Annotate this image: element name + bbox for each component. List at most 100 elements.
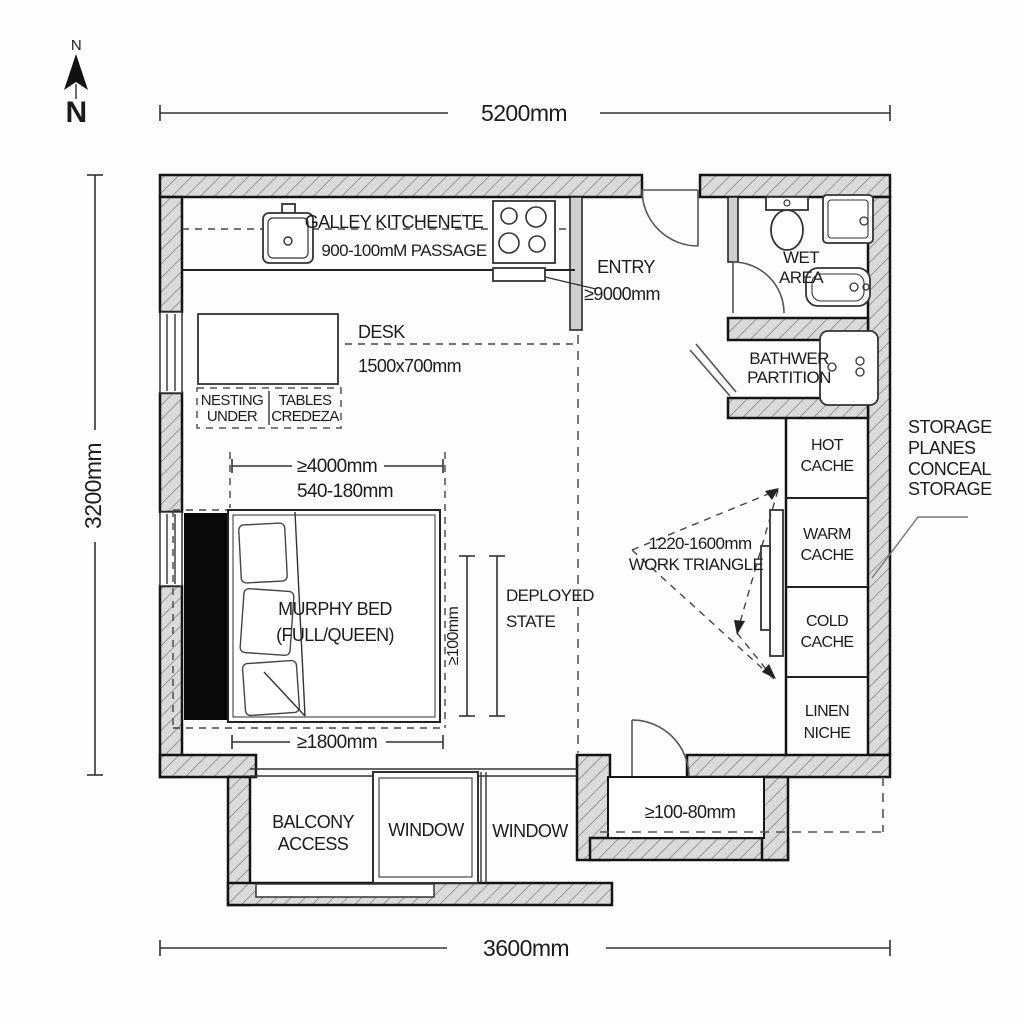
bed-width-dim: ≥4000mm bbox=[297, 456, 377, 477]
murphy-bed-zone: ≥4000mm 540-180mm MURPHY BED (FULL/QUEEN… bbox=[172, 452, 595, 753]
wall-right bbox=[866, 195, 892, 757]
desk-size: 1500x700mm bbox=[358, 356, 461, 376]
cache-hot-2: CACHE bbox=[800, 458, 853, 475]
toilet-button bbox=[783, 199, 791, 207]
window-frame bbox=[159, 311, 183, 394]
entry-leader-line bbox=[544, 276, 597, 290]
desk-zone: DESK 1500x700mm NESTING UNDER TABLES CRE… bbox=[196, 313, 578, 429]
shower-tray bbox=[822, 194, 874, 244]
deployed-label-2: STATE bbox=[506, 612, 556, 631]
balcony-sill bbox=[255, 883, 435, 898]
triangle-edge bbox=[631, 489, 779, 551]
blanket-fold bbox=[294, 511, 306, 717]
wall-left-b bbox=[158, 391, 184, 514]
window-label-1: WINDOW bbox=[388, 820, 464, 840]
wall-top-right bbox=[698, 173, 892, 199]
bottom-door bbox=[631, 719, 690, 778]
dim-left-label: 3200mm bbox=[80, 443, 106, 529]
north-arrow: N N bbox=[64, 37, 88, 129]
bath-door-leaf bbox=[689, 349, 731, 397]
storage-note: STORAGE PLANES CONCEAL STORAGE bbox=[871, 417, 993, 579]
wet-area-label-2: AREA bbox=[779, 268, 824, 287]
storage-note-4: STORAGE bbox=[908, 479, 992, 499]
pillow bbox=[241, 659, 301, 717]
dim-bottom-label: 3600mm bbox=[483, 935, 569, 961]
bed-label-2: (FULL/QUEEN) bbox=[276, 625, 394, 645]
balcony-window-inner bbox=[378, 777, 473, 878]
cooktop-icon bbox=[492, 200, 556, 264]
stall-body bbox=[819, 330, 879, 406]
storage-note-1: STORAGE bbox=[908, 417, 992, 437]
wall-bottom-left bbox=[158, 753, 258, 779]
basin-tap bbox=[849, 282, 859, 292]
balcony-label-1: BALCONY bbox=[272, 812, 354, 832]
bath-label-1: BATHWER bbox=[749, 349, 829, 368]
wall-left-a bbox=[158, 195, 184, 314]
burner bbox=[525, 206, 547, 228]
storage-note-3: CONCEAL bbox=[908, 459, 991, 479]
shower-handle bbox=[859, 216, 869, 226]
tables-label-2: CREDEZA bbox=[271, 408, 339, 425]
toilet-icon bbox=[765, 196, 809, 251]
north-label-large: N bbox=[65, 96, 86, 129]
left-window-2 bbox=[159, 511, 183, 587]
balcony-label-2: ACCESS bbox=[278, 834, 349, 854]
nesting-label-2: UNDER bbox=[207, 408, 258, 425]
cache-cold-1: COLD bbox=[806, 613, 848, 630]
arrowhead bbox=[762, 664, 776, 679]
blanket-fold bbox=[263, 671, 306, 717]
bath-shower-stall bbox=[819, 330, 879, 406]
desk-surface bbox=[197, 313, 339, 385]
kitchen-passage: 900-100mM PASSAGE bbox=[321, 241, 486, 260]
cache-linen-2: NICHE bbox=[804, 725, 851, 742]
bath-label-2: PARTITION bbox=[747, 368, 831, 387]
shower-icon bbox=[822, 194, 874, 244]
storage-note-leader bbox=[871, 516, 968, 579]
window-frame bbox=[159, 511, 183, 587]
triangle-edge bbox=[631, 549, 775, 680]
dimension-top: 5200mm bbox=[159, 100, 891, 126]
bed-cabinet bbox=[184, 513, 228, 720]
sink-icon bbox=[262, 203, 314, 264]
wet-door-swing bbox=[732, 261, 785, 314]
balcony-band: BALCONY ACCESS WINDOW WINDOW bbox=[250, 768, 577, 898]
nesting-tables-outline bbox=[196, 387, 342, 429]
wet-area: WET AREA bbox=[732, 194, 874, 314]
alcove-dim: ≥100-80mm bbox=[645, 802, 736, 822]
stall-handle bbox=[855, 367, 865, 377]
deployed-label-1: DEPLOYED bbox=[506, 586, 594, 605]
dimension-left: 3200mm bbox=[80, 174, 106, 776]
burner bbox=[528, 235, 546, 253]
bed-clearance-dim: ≥100mm bbox=[445, 606, 462, 665]
bed-frame-inner bbox=[232, 514, 436, 718]
triangle-edge bbox=[736, 632, 775, 680]
wall-bottom-right bbox=[685, 753, 892, 779]
alcove: ≥100-80mm bbox=[600, 776, 884, 839]
wall-alcove-right bbox=[760, 775, 790, 862]
work-triangle-dim: 1220-1600mm bbox=[648, 534, 751, 553]
bath-door-leaf bbox=[695, 343, 737, 393]
work-triangle-label: WORK TRIANGLE bbox=[629, 555, 764, 574]
stall-drain bbox=[827, 362, 837, 372]
wet-area-label-1: WET bbox=[783, 248, 819, 267]
toilet-bowl bbox=[770, 209, 804, 251]
wall-left-c bbox=[158, 584, 184, 779]
sink-inner bbox=[267, 217, 309, 259]
arrowhead bbox=[734, 620, 745, 635]
window-label-2: WINDOW bbox=[492, 821, 568, 841]
entry-label: ENTRY bbox=[597, 257, 655, 277]
sink-outer bbox=[262, 212, 314, 264]
left-window-1 bbox=[159, 311, 183, 394]
cache-cold-2: CACHE bbox=[800, 634, 853, 651]
tables-label-1: TABLES bbox=[279, 392, 332, 409]
galley-kitchenette: GALLEY KITCHENETE 900-100mM PASSAGE bbox=[182, 200, 597, 290]
wall-wet-left bbox=[727, 196, 739, 263]
wall-top-left bbox=[158, 173, 644, 199]
bed-length-dim: ≥1800mm bbox=[297, 732, 377, 753]
sink-faucet bbox=[281, 203, 296, 214]
nesting-label-1: NESTING bbox=[201, 392, 263, 409]
triangle-edge bbox=[736, 489, 779, 634]
basin-inner bbox=[811, 273, 865, 302]
cache-warm-1: WARM bbox=[803, 526, 851, 543]
bath-partition: BATHWER PARTITION bbox=[689, 330, 879, 406]
